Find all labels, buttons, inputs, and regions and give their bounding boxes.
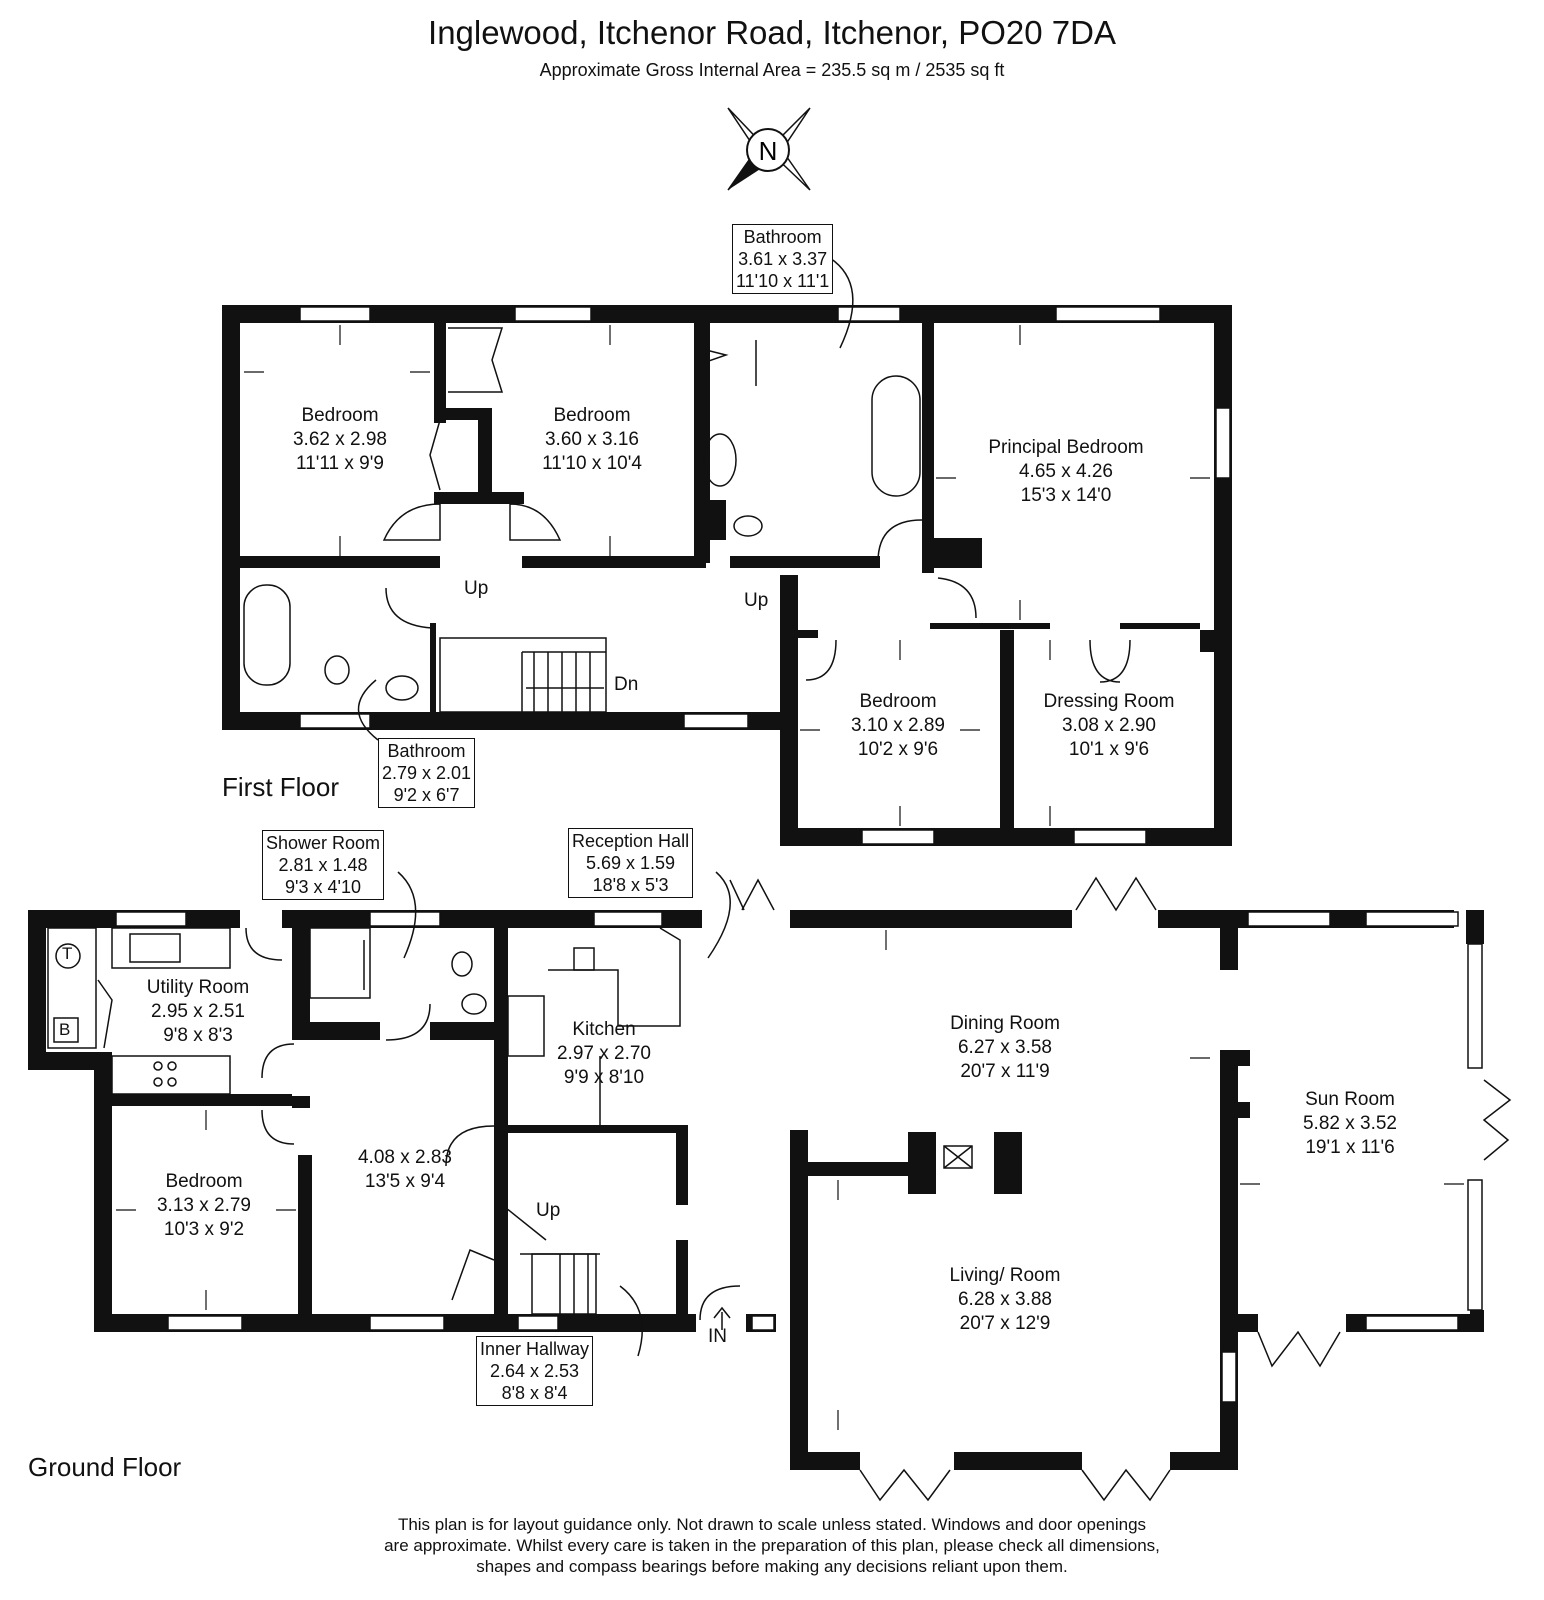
gf-sun-room-label: Sun Room 5.82 x 3.52 19'1 x 11'6 <box>1280 1088 1420 1160</box>
room-name: Kitchen <box>572 1019 636 1040</box>
gf-bedroom-label: Bedroom 3.13 x 2.79 10'3 x 9'2 <box>134 1170 274 1242</box>
ff-stair-up-1: Up <box>464 578 489 599</box>
gf-living-room-label: Living/ Room 6.28 x 3.88 20'7 x 12'9 <box>930 1264 1080 1336</box>
room-imperial: 20'7 x 12'9 <box>959 1313 1051 1334</box>
gf-utility-room-label: Utility Room 2.95 x 2.51 9'8 x 8'3 <box>118 976 278 1048</box>
disclaimer: This plan is for layout guidance only. N… <box>0 1514 1544 1577</box>
ff-stair-up-2: Up <box>744 590 769 611</box>
room-name: Sun Room <box>1305 1089 1395 1110</box>
room-imperial: 9'9 x 8'10 <box>563 1067 645 1088</box>
room-metric: 3.62 x 2.98 <box>292 429 388 450</box>
compass-icon: N <box>727 107 811 191</box>
first-floor-walls <box>222 305 1232 846</box>
gf-boiler-t-mark: T <box>62 944 73 963</box>
room-imperial: 9'2 x 6'7 <box>393 785 460 805</box>
room-imperial: 10'1 x 9'6 <box>1068 739 1150 760</box>
room-metric: 3.10 x 2.89 <box>850 715 946 736</box>
compass-north-label: N <box>759 136 778 166</box>
room-metric: 4.08 x 2.83 <box>357 1147 453 1168</box>
room-metric: 3.60 x 3.16 <box>544 429 640 450</box>
room-name: Bedroom <box>859 691 937 712</box>
ground-floor-fixtures <box>47 871 1512 1502</box>
ff-dressing-room-label: Dressing Room 3.08 x 2.90 10'1 x 9'6 <box>1024 690 1194 762</box>
plan-title: Inglewood, Itchenor Road, Itchenor, PO20… <box>428 14 1116 51</box>
ff-bedroom-3-label: Bedroom 3.10 x 2.89 10'2 x 9'6 <box>828 690 968 762</box>
room-imperial: 10'3 x 9'2 <box>163 1219 245 1240</box>
first-floor-label: First Floor <box>222 772 339 802</box>
room-name: Dining Room <box>950 1013 1060 1034</box>
gross-area-subtitle: Approximate Gross Internal Area = 235.5 … <box>539 60 1005 80</box>
gf-dining-room-label: Dining Room 6.27 x 3.58 20'7 x 11'9 <box>930 1012 1080 1084</box>
room-imperial: 10'2 x 9'6 <box>857 739 939 760</box>
room-metric: 2.97 x 2.70 <box>556 1043 652 1064</box>
ff-bathroom-main-callout: Bathroom 3.61 x 3.37 11'10 x 11'1 <box>732 224 834 294</box>
room-metric: 3.13 x 2.79 <box>156 1195 252 1216</box>
room-name: Bedroom <box>301 405 379 426</box>
room-metric: 4.65 x 4.26 <box>1018 461 1114 482</box>
first-floor-fixtures <box>243 257 1131 741</box>
room-imperial: 8'8 x 8'4 <box>501 1383 568 1403</box>
room-metric: 3.61 x 3.37 <box>738 249 828 269</box>
first-floor-windows <box>299 306 1231 845</box>
gf-hall-room-label: 4.08 x 2.83 13'5 x 9'4 <box>340 1146 470 1194</box>
room-name: Bedroom <box>165 1171 243 1192</box>
room-imperial: 11'10 x 11'1 <box>736 271 830 291</box>
room-metric: 2.95 x 2.51 <box>150 1001 246 1022</box>
ground-floor-windows <box>115 911 1483 1403</box>
ff-stair-down: Dn <box>614 674 639 695</box>
room-metric: 3.08 x 2.90 <box>1061 715 1157 736</box>
gf-shower-room-callout: Shower Room 2.81 x 1.48 9'3 x 4'10 <box>262 830 385 900</box>
dimension-ticks <box>116 325 1464 1430</box>
ff-bedroom-2-label: Bedroom 3.60 x 3.16 11'10 x 10'4 <box>522 404 662 476</box>
room-name: Dressing Room <box>1043 691 1175 712</box>
room-imperial: 11'11 x 9'9 <box>296 453 384 474</box>
room-name: Bathroom <box>743 227 822 247</box>
room-name: Shower Room <box>266 833 381 853</box>
room-name: Bathroom <box>387 741 466 761</box>
gf-boiler-b-mark: B <box>59 1020 71 1039</box>
room-imperial: 20'7 x 11'9 <box>960 1061 1050 1082</box>
room-name: Principal Bedroom <box>988 437 1144 458</box>
ff-bathroom-small-callout: Bathroom 2.79 x 2.01 9'2 x 6'7 <box>378 738 476 808</box>
room-metric: 5.69 x 1.59 <box>585 853 676 873</box>
room-metric: 6.28 x 3.88 <box>957 1289 1053 1310</box>
ff-principal-bedroom-label: Principal Bedroom 4.65 x 4.26 15'3 x 14'… <box>966 436 1166 508</box>
room-name: Bedroom <box>553 405 631 426</box>
room-metric: 6.27 x 3.58 <box>957 1037 1053 1058</box>
gf-inner-hallway-callout: Inner Hallway 2.64 x 2.53 8'8 x 8'4 <box>476 1336 594 1406</box>
gf-kitchen-label: Kitchen 2.97 x 2.70 9'9 x 8'10 <box>534 1018 674 1090</box>
room-metric: 2.64 x 2.53 <box>489 1361 580 1381</box>
room-name: Reception Hall <box>572 831 690 851</box>
room-metric: 5.82 x 3.52 <box>1302 1113 1398 1134</box>
disclaimer-line-1: This plan is for layout guidance only. N… <box>397 1515 1147 1534</box>
room-imperial: 11'10 x 10'4 <box>542 453 642 474</box>
room-imperial: 19'1 x 11'6 <box>1305 1137 1395 1158</box>
room-imperial: 13'5 x 9'4 <box>364 1171 446 1192</box>
gf-entrance-label: IN <box>708 1326 727 1347</box>
room-name: Living/ Room <box>949 1265 1061 1286</box>
ff-bedroom-1-label: Bedroom 3.62 x 2.98 11'11 x 9'9 <box>270 404 410 476</box>
disclaimer-line-2: are approximate. Whilst every care is ta… <box>384 1536 1160 1555</box>
disclaimer-line-3: shapes and compass bearings before makin… <box>476 1557 1068 1576</box>
room-imperial: 9'8 x 8'3 <box>163 1025 233 1046</box>
room-metric: 2.79 x 2.01 <box>382 763 472 783</box>
room-imperial: 18'8 x 5'3 <box>592 875 669 895</box>
room-name: Utility Room <box>146 977 250 998</box>
ground-floor-label: Ground Floor <box>28 1452 182 1482</box>
gf-stair-up: Up <box>536 1200 561 1221</box>
room-imperial: 15'3 x 14'0 <box>1020 485 1112 506</box>
gf-reception-hall-callout: Reception Hall 5.69 x 1.59 18'8 x 5'3 <box>568 828 694 898</box>
room-imperial: 9'3 x 4'10 <box>285 877 361 897</box>
room-metric: 2.81 x 1.48 <box>278 855 368 875</box>
room-name: Inner Hallway <box>480 1339 590 1359</box>
